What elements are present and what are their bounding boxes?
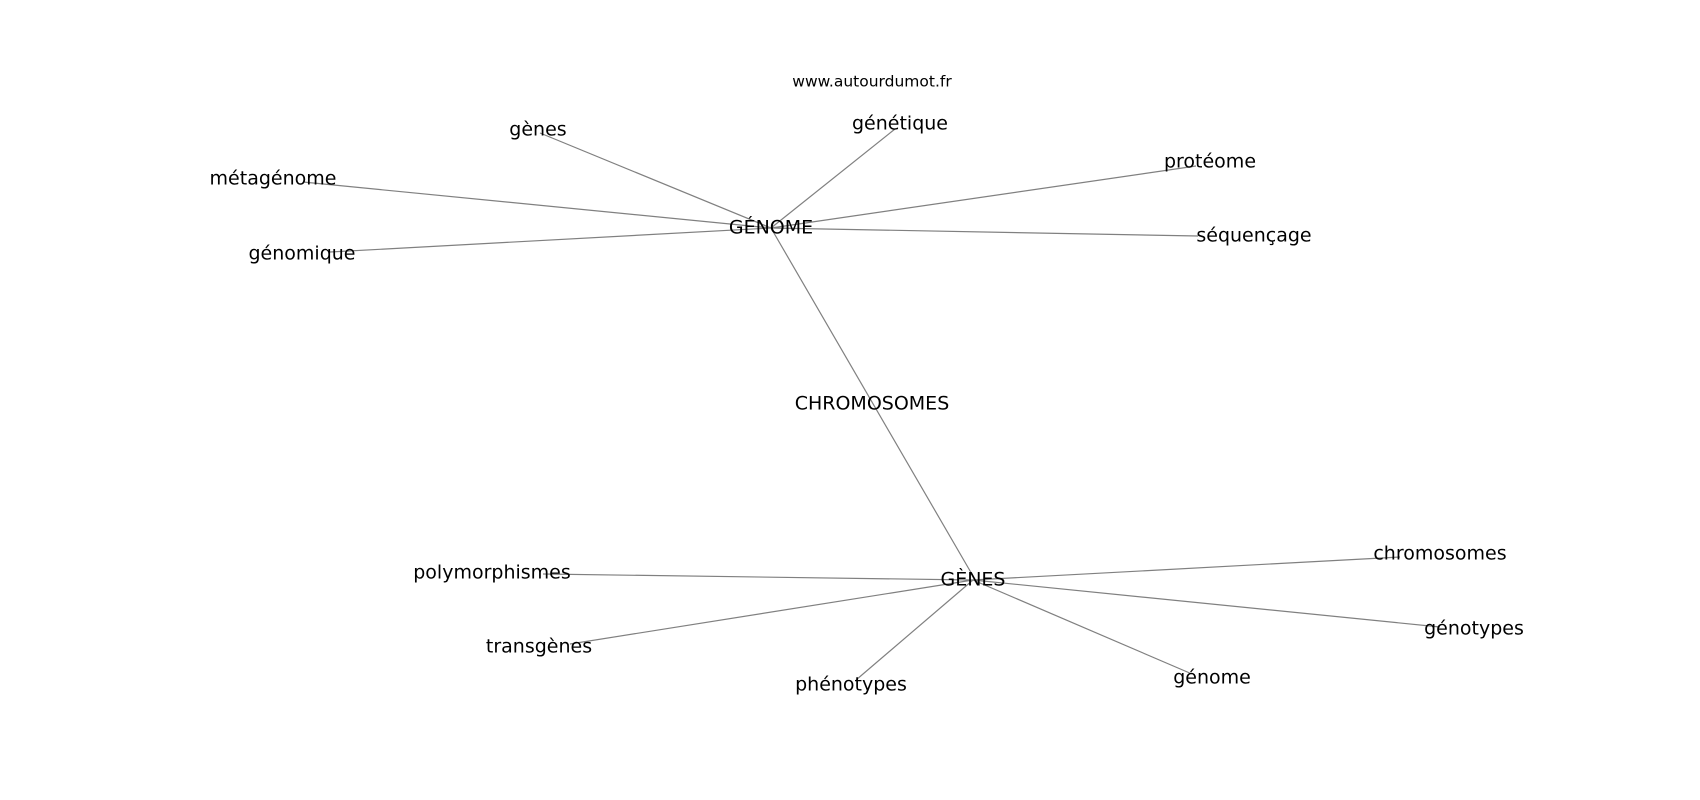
node-label-transgenes: transgènes — [486, 636, 592, 658]
node-label-metagenome: métagénome — [210, 168, 337, 190]
edge-genome_hub-metagenome — [302, 181, 772, 229]
node-label-genotypes: génotypes — [1424, 618, 1524, 640]
node-label-genes_hub: GÈNES — [940, 568, 1005, 591]
edge-genes_hub-genotypes — [972, 579, 1441, 628]
node-label-genetique: génétique — [852, 113, 948, 135]
node-label-genome_hub: GÉNOME — [729, 216, 813, 239]
edge-genes_hub-polymorphismes — [542, 573, 974, 581]
edge-genome_hub-genes — [539, 132, 772, 229]
node-label-chromosomes: chromosomes — [1373, 543, 1506, 565]
edge-genes_hub-phenotypes — [855, 579, 974, 681]
edge-genes_hub-genome — [972, 579, 1193, 675]
node-label-genome: génome — [1173, 667, 1251, 689]
node-label-genes: gènes — [509, 119, 566, 141]
source-watermark: www.autourdumot.fr — [792, 73, 952, 91]
node-label-sequencage: séquençage — [1196, 225, 1311, 247]
node-label-genomique: génomique — [249, 243, 356, 265]
edge-genes_hub-transgenes — [569, 579, 974, 645]
edge-genome_hub-proteome — [770, 165, 1197, 229]
edge-genes_hub-chromosomes — [972, 556, 1401, 581]
node-label-proteome: protéome — [1164, 151, 1256, 173]
graph-nodes: GÉNOME CHROMOSOMES GÈNES gènes génétique prot… — [210, 113, 1524, 696]
edge-genome_hub-genes_hub — [770, 227, 974, 577]
node-label-chromosomes_center: CHROMOSOMES — [795, 393, 950, 415]
edge-genome_hub-genomique — [329, 227, 772, 253]
node-label-polymorphismes: polymorphismes — [413, 562, 571, 584]
graph-edges — [302, 128, 1441, 681]
edge-genome_hub-sequencage — [770, 227, 1199, 237]
node-label-phenotypes: phénotypes — [795, 674, 907, 696]
edge-genome_hub-genetique — [770, 128, 896, 229]
